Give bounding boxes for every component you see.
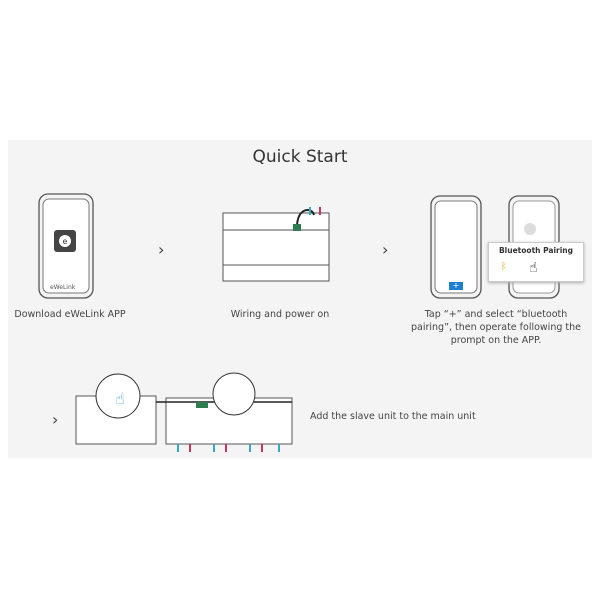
hand-pointer-icon: ☝ [529, 260, 538, 276]
chevron-right-icon: › [382, 240, 389, 259]
phone-ewelink-illustration: e [38, 193, 94, 299]
device-wiring-illustration [222, 207, 330, 282]
chevron-right-icon: › [52, 410, 59, 429]
bluetooth-pairing-popup: Bluetooth Pairing ᛒ ☝ [488, 242, 584, 282]
app-name-label: eWeLink [50, 284, 76, 291]
bluetooth-icon: ᛒ [501, 262, 507, 272]
page-title: Quick Start [252, 147, 348, 167]
chevron-right-icon: › [158, 240, 165, 259]
step-1-caption: Download eWeLink APP [14, 309, 126, 320]
svg-text:e: e [63, 237, 68, 246]
phone-add-illustration [430, 195, 482, 299]
hand-pointer-icon: ☝ [115, 389, 125, 408]
slave-unit-illustration: ☝ [75, 372, 293, 452]
add-plus-button: + [449, 282, 463, 290]
step-4-caption: Add the slave unit to the main unit [310, 411, 476, 422]
popup-title: Bluetooth Pairing [498, 246, 574, 255]
step-2-caption: Wiring and power on [230, 309, 330, 320]
step-3-caption: Tap “+” and select “bluetooth pairing”, … [410, 309, 581, 346]
